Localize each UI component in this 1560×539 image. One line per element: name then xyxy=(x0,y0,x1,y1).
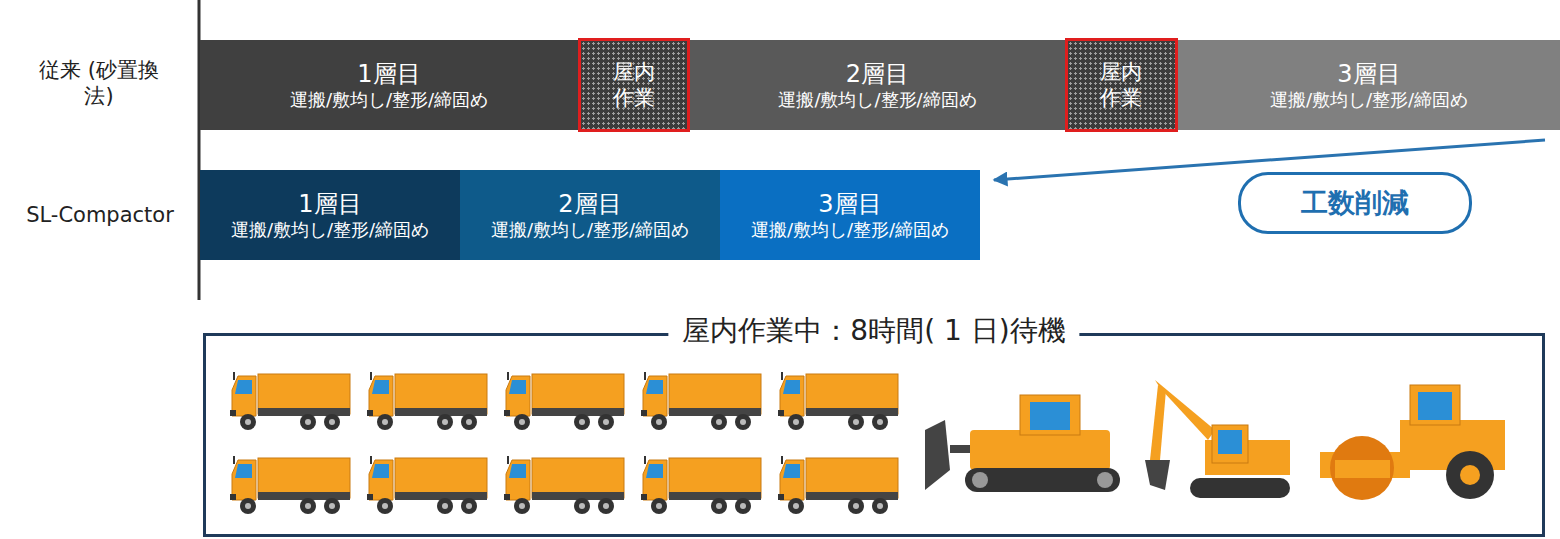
waiting-panel: 屋内作業中：8時間( 1 日)待機 xyxy=(203,333,1545,537)
dump-trucks xyxy=(230,372,898,514)
box-subtitle: 運搬/敷均し/整形/締固め xyxy=(751,219,949,241)
box-subtitle: 運搬/敷均し/整形/締固め xyxy=(1270,89,1468,111)
box-title: 1層目 xyxy=(357,60,420,89)
row-label: 従来 (砂置換法) xyxy=(38,57,160,110)
excavator xyxy=(1145,380,1290,498)
layer-bar: 3層目運搬/敷均し/整形/締固め xyxy=(720,170,980,260)
box-subtitle: 運搬/敷均し/整形/締固め xyxy=(491,219,689,241)
box-title: 屋内 作業 xyxy=(1097,59,1145,112)
layer-bar: 2層目運搬/敷均し/整形/締固め xyxy=(690,40,1065,130)
box-title: 3層目 xyxy=(818,190,881,219)
box-subtitle: 運搬/敷均し/整形/締固め xyxy=(290,89,488,111)
row-label: SL-Compactor xyxy=(5,202,195,228)
box-title: 2層目 xyxy=(846,60,909,89)
box-title: 2層目 xyxy=(558,190,621,219)
layer-bar: 1層目運搬/敷均し/整形/締固め xyxy=(200,40,578,130)
layer-bar: 1層目運搬/敷均し/整形/締固め xyxy=(200,170,460,260)
layer-bar: 3層目運搬/敷均し/整形/締固め xyxy=(1178,40,1560,130)
box-title: 3層目 xyxy=(1337,60,1400,89)
box-title: 工数削減 xyxy=(1301,187,1409,219)
reduction-pill: 工数削減 xyxy=(1238,172,1472,234)
indoor-work-box: 屋内 作業 xyxy=(578,38,690,132)
box-title: 屋内 作業 xyxy=(610,59,658,112)
box-title: 1層目 xyxy=(298,190,361,219)
road-roller xyxy=(1320,385,1505,500)
box-title: 屋内作業中：8時間( 1 日)待機 xyxy=(668,314,1079,348)
layer-bar: 2層目運搬/敷均し/整形/締固め xyxy=(460,170,720,260)
box-subtitle: 運搬/敷均し/整形/締固め xyxy=(231,219,429,241)
bulldozer xyxy=(925,395,1120,492)
box-subtitle: 運搬/敷均し/整形/締固め xyxy=(778,89,976,111)
indoor-work-box: 屋内 作業 xyxy=(1065,38,1178,132)
